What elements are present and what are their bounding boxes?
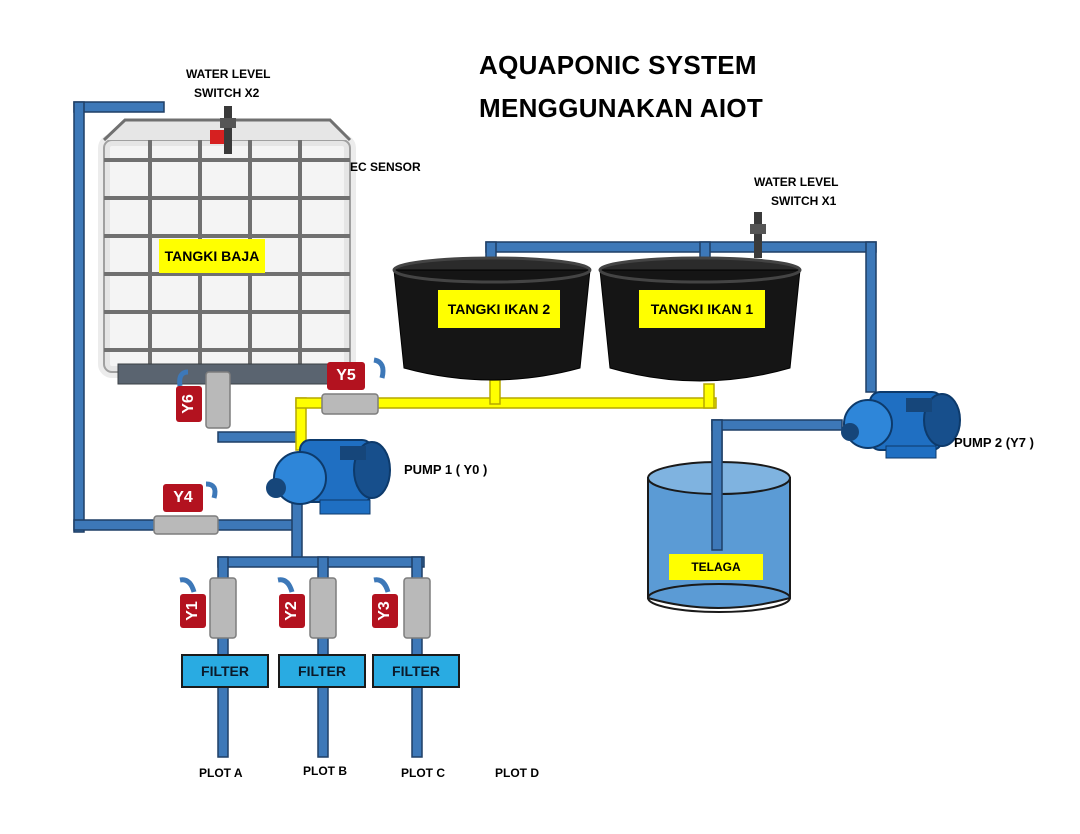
tangki-baja-ibc-tank bbox=[98, 118, 356, 385]
valve-y6-label: Y6 bbox=[179, 394, 197, 414]
title-line-2: MENGGUNAKAN AIOT bbox=[479, 93, 764, 123]
plot-b-label: PLOT B bbox=[303, 764, 347, 778]
valve-handles bbox=[177, 357, 391, 593]
pump-2-label: PUMP 2 (Y7 ) bbox=[954, 435, 1034, 450]
telaga-label: TELAGA bbox=[669, 554, 763, 580]
water-level-x1-label-line2: SWITCH X1 bbox=[771, 194, 837, 208]
plot-a-label: PLOT A bbox=[199, 766, 243, 780]
pump-2 bbox=[841, 391, 961, 459]
valve-y1-box: Y1 bbox=[180, 594, 206, 628]
title-line-1: AQUAPONIC SYSTEM bbox=[479, 50, 757, 80]
water-level-switch-x1-sensor bbox=[750, 212, 766, 258]
filter-3: FILTER bbox=[372, 654, 460, 688]
valve-bodies bbox=[153, 371, 431, 639]
valve-y3-box: Y3 bbox=[372, 594, 398, 628]
plot-c-label: PLOT C bbox=[401, 766, 445, 780]
tangki-baja-label: TANGKI BAJA bbox=[159, 239, 265, 273]
valve-y2-label: Y2 bbox=[282, 601, 300, 621]
water-level-x1-label-line1: WATER LEVEL bbox=[754, 175, 839, 189]
valve-y6-box: Y6 bbox=[176, 386, 202, 422]
plot-d-label: PLOT D bbox=[495, 766, 539, 780]
valve-y1-label: Y1 bbox=[183, 601, 201, 621]
yellow-pipe-network bbox=[295, 379, 717, 451]
ec-sensor-label: EC SENSOR bbox=[350, 160, 421, 174]
pump-1 bbox=[266, 439, 391, 515]
water-level-switch-x2-sensor bbox=[220, 106, 236, 154]
valve-y5-label: Y5 bbox=[327, 362, 365, 390]
telaga-pond bbox=[647, 419, 791, 613]
water-level-x2-label-line2: SWITCH X2 bbox=[194, 86, 260, 100]
filter-2: FILTER bbox=[278, 654, 366, 688]
pump-1-label: PUMP 1 ( Y0 ) bbox=[404, 462, 488, 477]
valve-y2-box: Y2 bbox=[279, 594, 305, 628]
tangki-ikan-1-label: TANGKI IKAN 1 bbox=[639, 290, 765, 328]
valve-y4-label: Y4 bbox=[163, 484, 203, 512]
valve-y3-label: Y3 bbox=[375, 601, 393, 621]
filter-1: FILTER bbox=[181, 654, 269, 688]
water-level-x2-label-line1: WATER LEVEL bbox=[186, 67, 271, 81]
tangki-ikan-2-label: TANGKI IKAN 2 bbox=[438, 290, 560, 328]
